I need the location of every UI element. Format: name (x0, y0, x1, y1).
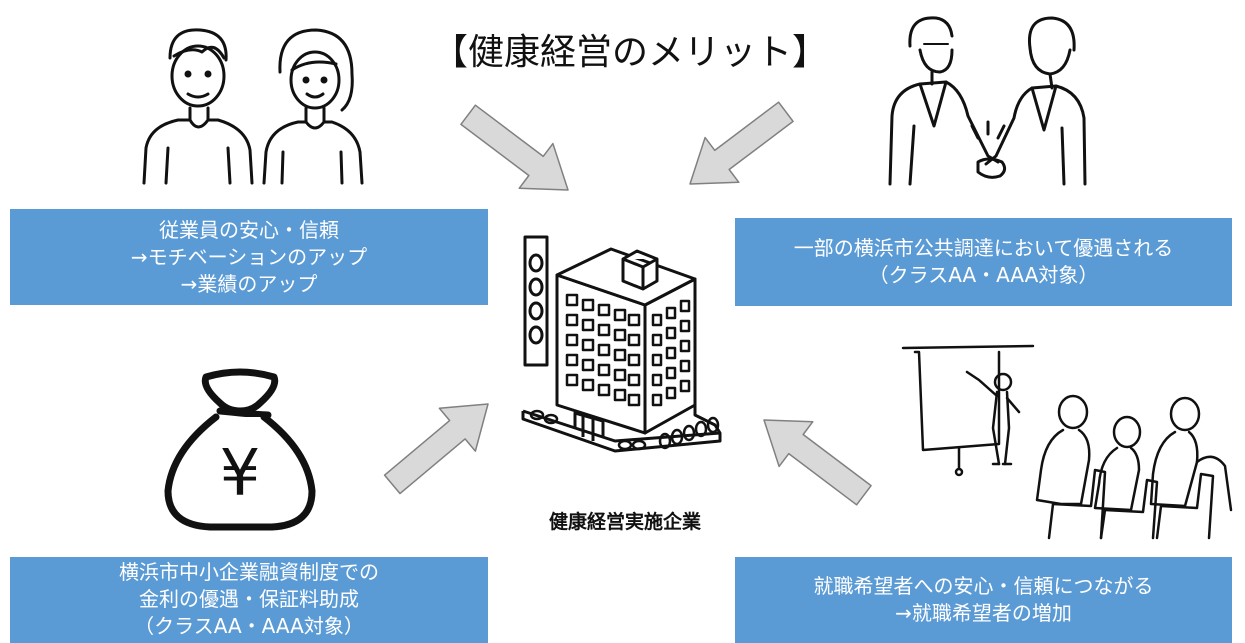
company-label: 健康経営実施企業 (548, 511, 701, 533)
handshake-illustration (888, 16, 1087, 186)
diagram-title: 【健康経営のメリット】 (432, 32, 829, 73)
arrow-icon (383, 403, 489, 495)
money-bag-illustration: ¥ (164, 368, 316, 531)
arrow-icon (763, 419, 872, 506)
arrow-icon (460, 104, 569, 191)
box-line: 金利の優遇・保証料助成 (139, 587, 359, 611)
benefit-box-recruitment: 就職希望者への安心・信頼につながる →就職希望者の増加 (735, 557, 1232, 643)
box-line: →就職希望者の増加 (895, 601, 1072, 625)
box-line: →業績のアップ (180, 271, 318, 296)
box-line: 横浜市中小企業融資制度での (119, 560, 379, 584)
yen-symbol: ¥ (220, 437, 261, 511)
box-line: 就職希望者への安心・信頼につながる (813, 574, 1154, 598)
box-line: 一部の横浜市公共調達において優遇される (793, 236, 1174, 260)
benefit-box-financing: 横浜市中小企業融資制度での 金利の優遇・保証料助成 （クラスAA・AAA対象） (10, 557, 488, 643)
building-illustration (521, 235, 722, 453)
benefit-box-employees: 従業員の安心・信頼 →モチベーションのアップ →業績のアップ (10, 209, 488, 305)
box-line: 従業員の安心・信頼 (159, 217, 339, 242)
box-line: （クラスAA・AAA対象） (134, 614, 364, 638)
seminar-illustration (901, 344, 1233, 540)
arrow-icon (689, 101, 794, 185)
box-line: （クラスAA・AAA対象） (868, 263, 1099, 287)
box-line: →モチベーションのアップ (130, 244, 368, 269)
employees-illustration (142, 28, 364, 185)
benefit-box-procurement: 一部の横浜市公共調達において優遇される （クラスAA・AAA対象） (735, 218, 1232, 306)
